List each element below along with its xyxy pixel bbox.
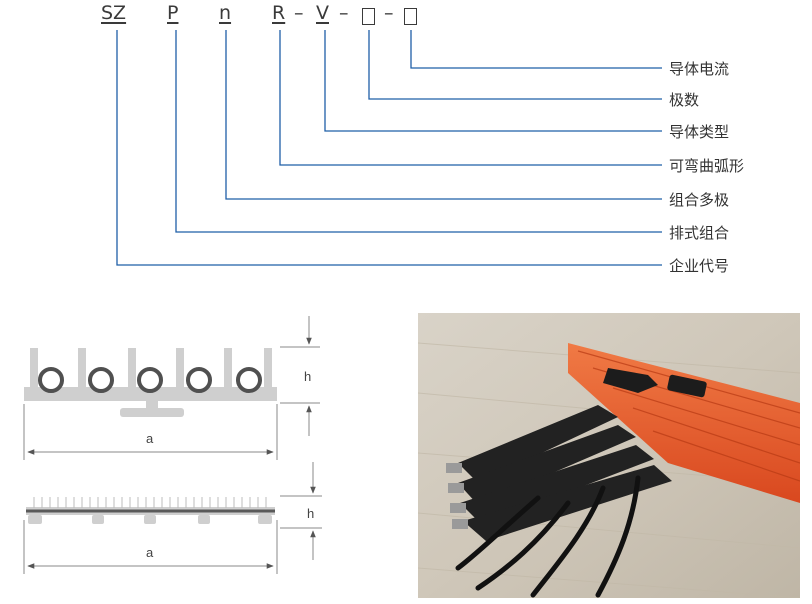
label-conductor-current: 导体电流 [669, 60, 730, 78]
label-conductor-type: 导体类型 [669, 123, 730, 141]
leader-flexible-arc [279, 30, 662, 166]
leader-conductor-current [410, 30, 662, 69]
code-r: R [272, 2, 286, 24]
conductors-top [38, 367, 262, 393]
dim-a-bottom: a [146, 545, 154, 560]
profile-top [24, 348, 277, 417]
code-sz: SZ [101, 2, 127, 24]
label-poles: 极数 [669, 91, 700, 109]
label-flexible-arc: 可弯曲弧形 [669, 157, 745, 175]
leader-row-combination [175, 30, 662, 233]
code-box-poles [362, 8, 375, 25]
label-company-code: 企业代号 [669, 257, 730, 275]
code-dash-1: – [294, 2, 304, 24]
code-p: P [167, 2, 179, 24]
dim-h-top: h [304, 369, 311, 384]
leader-combined-multipole [225, 30, 662, 200]
leader-conductor-type [324, 30, 662, 132]
dim-a-top: a [146, 431, 154, 446]
label-combined-multipole: 组合多极 [669, 191, 730, 209]
leader-company-code [116, 30, 662, 266]
clamp-bracket [603, 368, 707, 398]
code-dash-3: – [384, 2, 394, 24]
dim-h-bottom: h [307, 506, 314, 521]
code-n: n [219, 2, 232, 24]
terminal-screws [446, 463, 468, 529]
black-cables [455, 475, 641, 598]
product-photo [418, 313, 800, 598]
code-box-current [404, 8, 417, 25]
leader-poles [368, 30, 662, 100]
code-dash-2: – [339, 2, 349, 24]
code-v: V [316, 2, 329, 24]
label-row-combination: 排式组合 [669, 224, 730, 242]
